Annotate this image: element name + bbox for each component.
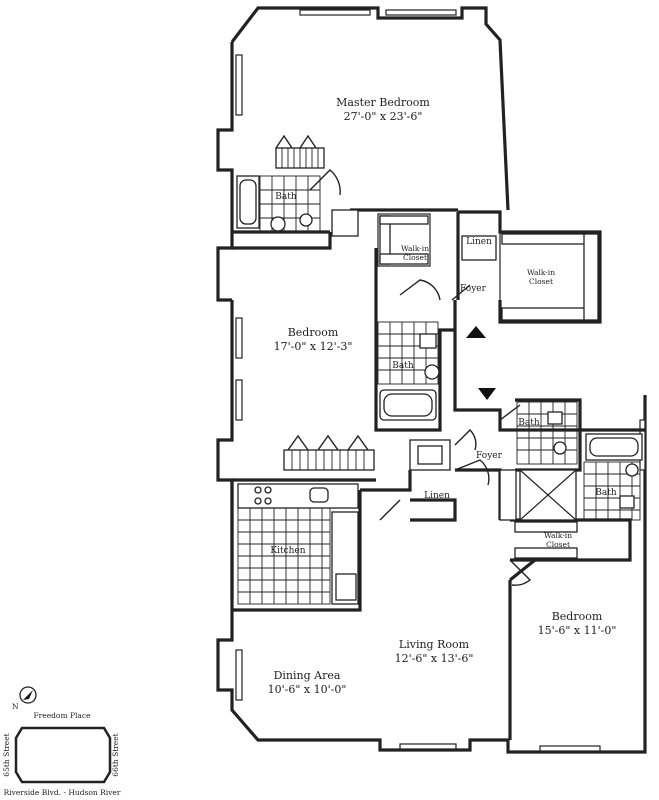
master-bedroom-dims: 27'-0" x 23'-6" bbox=[344, 110, 423, 123]
bath-mid-label: Bath bbox=[392, 361, 414, 371]
walkin-master-line2: Closet bbox=[529, 277, 553, 286]
entry-arrow-lower bbox=[478, 388, 496, 400]
walkin-closet-right bbox=[499, 469, 578, 559]
bedroom-right-name: Bedroom bbox=[552, 610, 603, 623]
left-street-label: 65th Street bbox=[2, 733, 11, 776]
foyer-top-label: Foyer bbox=[460, 284, 487, 294]
right-bath-fixtures bbox=[583, 433, 643, 521]
bedroom-right-dims: 15'-6" x 11'-0" bbox=[538, 624, 617, 637]
north-arrow-icon bbox=[23, 690, 33, 700]
linen-bottom-label: Linen bbox=[424, 491, 450, 501]
bedroom-left-name: Bedroom bbox=[288, 326, 339, 339]
walkin-closet-master bbox=[461, 231, 601, 323]
key-plan: N Freedom Place Riverside Blvd. - Hudson… bbox=[2, 686, 121, 797]
building-footprint bbox=[14, 726, 112, 784]
walkin-right-line1: Walk-in bbox=[544, 531, 572, 540]
walkin-left-line1: Walk-in bbox=[401, 244, 429, 253]
middle-bath-fixtures bbox=[377, 321, 440, 421]
living-room-dims: 12'-6" x 13'-6" bbox=[395, 652, 474, 665]
bottom-street-label: Riverside Blvd. - Hudson River bbox=[4, 788, 121, 797]
master-bedroom-name: Master Bedroom bbox=[336, 96, 430, 109]
bath-right-top-label: Bath bbox=[518, 418, 540, 428]
bedroom-closet-shelves bbox=[283, 434, 375, 471]
linen-top-label: Linen bbox=[466, 237, 492, 247]
foyer-bottom-label: Foyer bbox=[476, 451, 503, 461]
north-label: N bbox=[12, 702, 19, 711]
bedroom-left-dims: 17'-0" x 12'-3" bbox=[274, 340, 353, 353]
room-labels: Master Bedroom 27'-0" x 23'-6" Bath Walk… bbox=[268, 96, 617, 696]
door-swings bbox=[379, 279, 532, 586]
entry-arrow-upper bbox=[466, 326, 486, 338]
foyer-closet bbox=[409, 429, 477, 471]
dining-area-dims: 10'-6" x 10'-0" bbox=[268, 683, 347, 696]
master-bath-fixtures bbox=[236, 169, 359, 237]
dining-area-name: Dining Area bbox=[274, 669, 341, 682]
top-street-label: Freedom Place bbox=[33, 711, 91, 720]
master-closet-shelves bbox=[275, 134, 325, 169]
living-room-name: Living Room bbox=[399, 638, 470, 651]
windows bbox=[235, 9, 646, 752]
right-bath-top-fixtures bbox=[516, 401, 578, 521]
walkin-master-line1: Walk-in bbox=[527, 268, 555, 277]
walkin-right-line2: Closet bbox=[546, 540, 570, 549]
bath-right-label: Bath bbox=[595, 488, 617, 498]
bath-master-label: Bath bbox=[275, 192, 297, 202]
kitchen-label: Kitchen bbox=[270, 546, 305, 556]
kitchen-fixtures bbox=[237, 483, 359, 605]
right-street-label: 66th Street bbox=[111, 733, 120, 776]
walkin-left-line2: Closet bbox=[403, 253, 427, 262]
walkin-closet-left bbox=[377, 213, 431, 267]
